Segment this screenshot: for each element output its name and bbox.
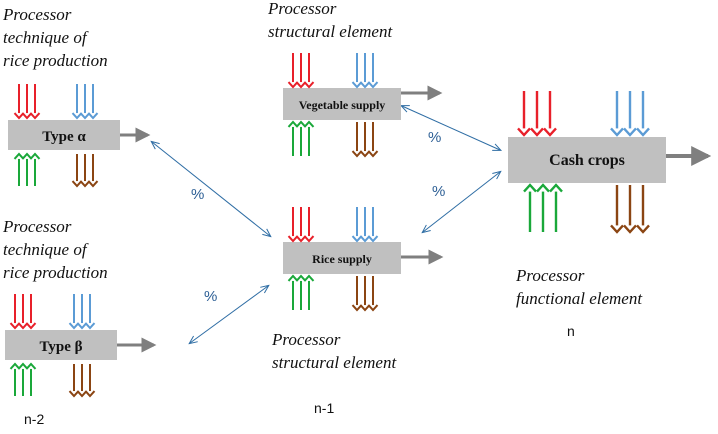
brown-output-arrow-head [359, 304, 371, 312]
level-label-n: n [567, 323, 575, 339]
link-alpha-rice [152, 142, 270, 236]
brown-output-arrow-head [68, 390, 80, 398]
brown-output-arrow-head [367, 150, 379, 158]
percent-label-alpha-rice: % [191, 186, 204, 203]
red-input-arrow-head [9, 322, 21, 330]
blue-input-arrow-head [79, 112, 91, 120]
red-input-arrow-head [303, 235, 315, 243]
green-input-arrow-head [9, 362, 21, 370]
processor-cash-crops: Cash crops [508, 137, 712, 183]
link-rice-cash [423, 172, 500, 232]
blue-input-arrow-head [84, 322, 96, 330]
blue-input-arrow-head [636, 127, 650, 137]
blue-input-arrow-head [623, 127, 637, 137]
brown-output-arrow-head [351, 150, 363, 158]
processor-type-alpha: Type α [8, 120, 151, 150]
brown-output-arrow-head [636, 224, 650, 234]
box-vegetable-supply [283, 88, 401, 120]
green-input-arrow-head [536, 183, 550, 193]
box-rice-supply [283, 242, 401, 274]
processor-vegetable-supply: Vegetable supply [283, 85, 443, 120]
box-label-type-beta: Type β [39, 339, 82, 355]
brown-output-arrow-head [351, 304, 363, 312]
blue-input-arrow-head [68, 322, 80, 330]
processor-type-beta: Type β [5, 330, 157, 360]
box-type-alpha [8, 120, 120, 150]
blue-input-arrow-head [610, 127, 624, 137]
brown-output-arrow-head [359, 150, 371, 158]
red-input-arrow-head [17, 322, 29, 330]
brown-output-arrow-head [367, 304, 379, 312]
brown-output-arrow-head [79, 180, 91, 188]
green-input-arrow-head [25, 362, 37, 370]
flow-arrows [9, 53, 650, 398]
percent-label-vegetable-cash: % [428, 129, 441, 146]
brown-output-arrow-head [87, 180, 99, 188]
red-input-arrow-head [287, 81, 299, 89]
red-input-arrow-head [295, 235, 307, 243]
percent-label-rice-cash: % [432, 183, 445, 200]
green-input-arrow-head [21, 152, 33, 160]
box-label-vegetable-supply: Vegetable supply [299, 98, 386, 112]
blue-input-arrow-head [367, 235, 379, 243]
red-input-arrow-head [21, 112, 33, 120]
brown-output-arrow-head [76, 390, 88, 398]
processor-rice-supply: Rice supply [283, 242, 444, 274]
brown-output-arrow-head [623, 224, 637, 234]
red-input-arrow-head [25, 322, 37, 330]
green-input-arrow-head [29, 152, 41, 160]
box-label-cash-crops: Cash crops [549, 152, 625, 169]
label-processor-alpha: Processor technique of rice production [2, 5, 108, 70]
link-beta-rice [190, 286, 268, 343]
blue-input-arrow-head [87, 112, 99, 120]
brown-output-arrow-head [71, 180, 83, 188]
label-processor-structural-top: Processor structural element [267, 0, 393, 41]
blue-input-arrow-head [351, 81, 363, 89]
red-input-arrow-head [29, 112, 41, 120]
blue-input-arrow-head [359, 235, 371, 243]
blue-input-arrow-head [76, 322, 88, 330]
box-type-beta [5, 330, 117, 360]
blue-input-arrow-head [367, 81, 379, 89]
green-input-arrow-head [287, 274, 299, 282]
red-input-arrow-head [530, 127, 544, 137]
green-input-arrow-head [17, 362, 29, 370]
green-input-arrow-head [549, 183, 563, 193]
blue-input-arrow-head [71, 112, 83, 120]
blue-input-arrow-head [351, 235, 363, 243]
percent-label-beta-rice: % [204, 288, 217, 305]
red-input-arrow-head [517, 127, 531, 137]
green-input-arrow-head [287, 120, 299, 128]
red-input-arrow-head [295, 81, 307, 89]
green-input-arrow-head [303, 274, 315, 282]
link-vegetable-cash [402, 106, 500, 150]
brown-output-arrow-head [610, 224, 624, 234]
red-input-arrow-head [287, 235, 299, 243]
label-processor-beta: Processor technique of rice production [2, 217, 108, 282]
level-label-n-2: n-2 [24, 411, 44, 427]
green-input-arrow-head [523, 183, 537, 193]
label-processor-functional: Processor functional element [515, 266, 643, 308]
box-label-type-alpha: Type α [42, 129, 86, 145]
red-input-arrow-head [543, 127, 557, 137]
green-input-arrow-head [13, 152, 25, 160]
box-label-rice-supply: Rice supply [312, 252, 372, 266]
brown-output-arrow-head [84, 390, 96, 398]
label-processor-structural-bottom: Processor structural element [271, 330, 397, 372]
red-input-arrow-head [13, 112, 25, 120]
blue-input-arrow-head [359, 81, 371, 89]
green-input-arrow-head [295, 274, 307, 282]
green-input-arrow-head [303, 120, 315, 128]
green-input-arrow-head [295, 120, 307, 128]
level-label-n-1: n-1 [314, 400, 334, 416]
box-cash-crops [508, 137, 666, 183]
red-input-arrow-head [303, 81, 315, 89]
